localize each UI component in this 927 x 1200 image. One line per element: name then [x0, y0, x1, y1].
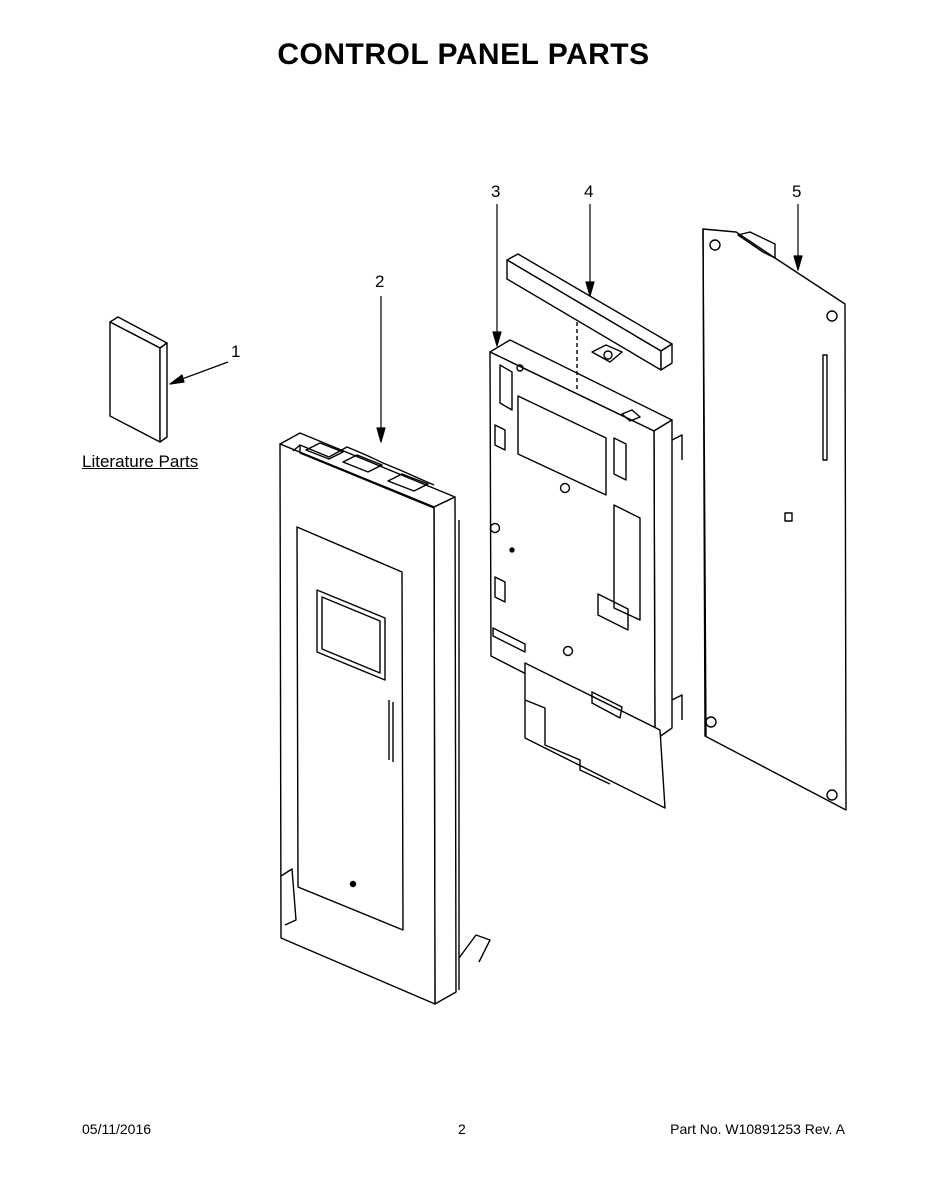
page-title: CONTROL PANEL PARTS — [277, 38, 650, 71]
callout-4: 4 — [584, 182, 594, 201]
footer-page-number: 2 — [458, 1121, 466, 1137]
callout-2: 2 — [375, 272, 385, 291]
callout-3: 3 — [491, 182, 501, 201]
callout-5: 5 — [792, 182, 802, 201]
callout-1: 1 — [231, 342, 241, 361]
callout-leaders — [169, 204, 803, 443]
part-4-strip — [506, 253, 673, 371]
footer-date: 05/11/2016 — [82, 1121, 152, 1137]
literature-parts-label: Literature Parts — [82, 452, 199, 471]
footer-part-number: Part No. W10891253 Rev. A — [670, 1121, 845, 1137]
part-1-literature-booklet — [109, 316, 168, 443]
part-3-control-bracket — [489, 322, 683, 809]
part-2-control-panel-housing — [279, 432, 491, 1005]
part-5-control-board — [702, 228, 847, 811]
